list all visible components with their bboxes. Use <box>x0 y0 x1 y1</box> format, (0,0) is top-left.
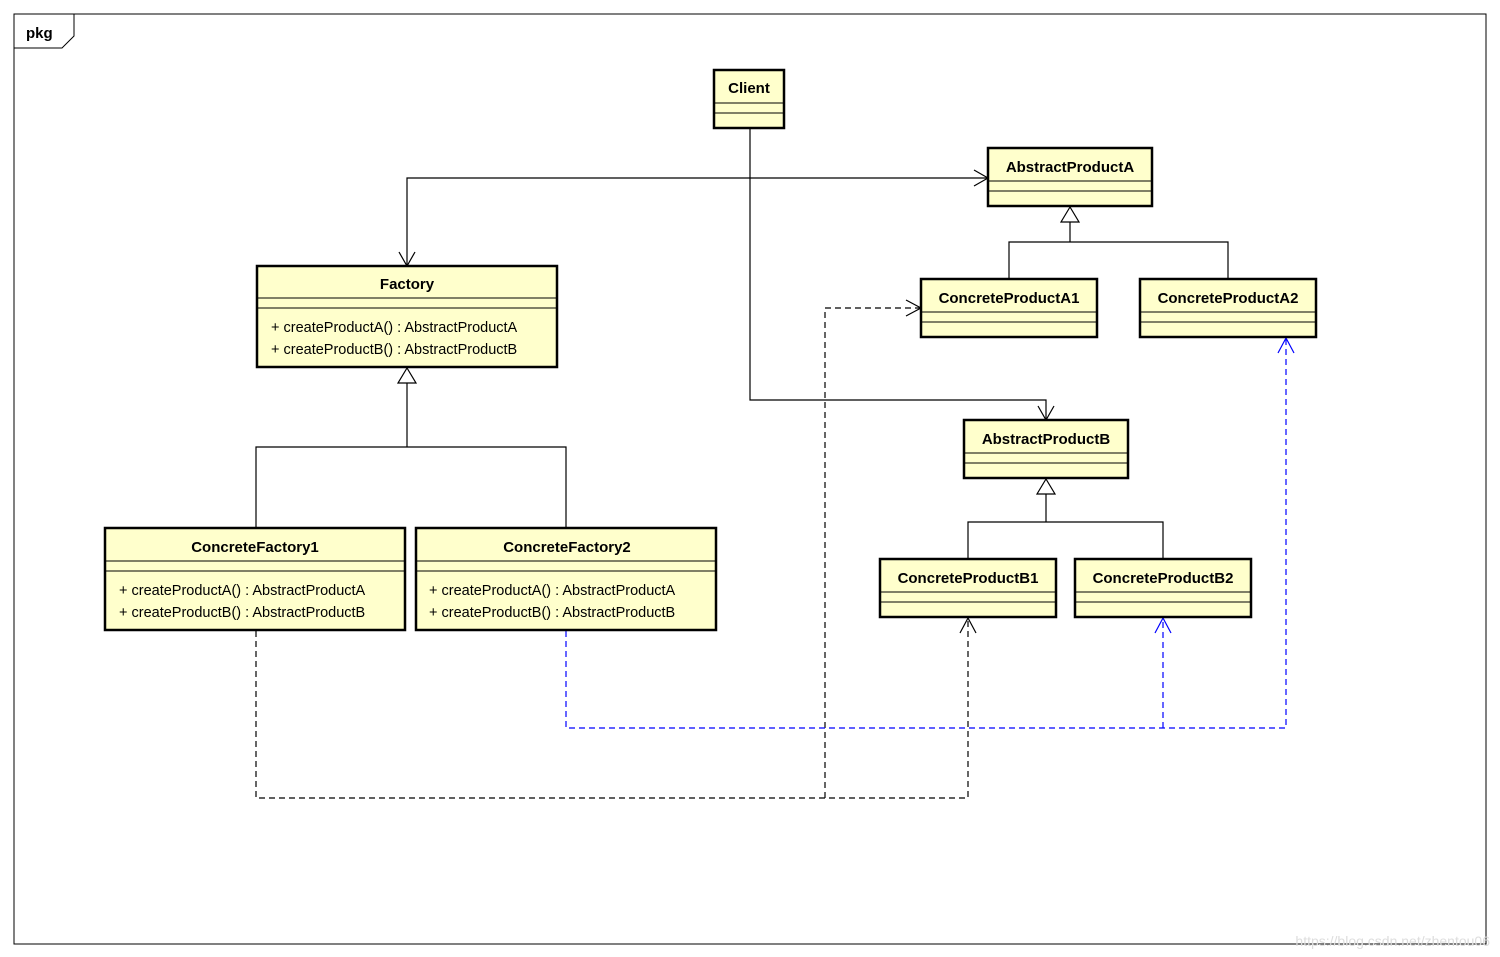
class-name: AbstractProductA <box>1006 159 1135 176</box>
dependency-factory1 <box>255 307 969 799</box>
operation: + createProductA() : AbstractProductA <box>271 320 518 336</box>
class-name: ConcreteProductA2 <box>1158 290 1299 307</box>
triangle-abstract-product-b <box>1035 477 1057 495</box>
class-name: ConcreteFactory1 <box>191 539 319 556</box>
class-concrete-product-a1[interactable]: ConcreteProductA1 <box>919 277 1099 339</box>
generalization-product-b <box>967 494 1164 558</box>
class-concrete-factory1[interactable]: ConcreteFactory1 + createProductA() : Ab… <box>103 526 407 632</box>
class-name: Client <box>728 80 770 97</box>
triangle-abstract-product-a <box>1059 205 1081 223</box>
class-concrete-product-a2[interactable]: ConcreteProductA2 <box>1138 277 1318 339</box>
class-name: AbstractProductB <box>982 431 1111 448</box>
triangle-factory <box>396 366 418 384</box>
dependency-factory2 <box>565 338 1287 729</box>
class-name: ConcreteFactory2 <box>503 539 631 556</box>
association-client-factory <box>406 128 751 266</box>
generalization-factory <box>255 383 567 527</box>
class-name: ConcreteProductA1 <box>939 290 1080 307</box>
class-factory[interactable]: Factory + createProductA() : AbstractPro… <box>255 264 559 369</box>
operation: + createProductA() : AbstractProductA <box>119 583 366 599</box>
class-concrete-factory2[interactable]: ConcreteFactory2 + createProductA() : Ab… <box>414 526 718 632</box>
watermark: https://blog.csdn.net/zhentou06 <box>1295 933 1490 949</box>
class-concrete-product-b2[interactable]: ConcreteProductB2 <box>1073 557 1253 619</box>
class-abstract-product-a[interactable]: AbstractProductA <box>986 146 1154 208</box>
association-client-abstract-product-b <box>749 178 1047 420</box>
operation: + createProductB() : AbstractProductB <box>119 605 365 621</box>
operation: + createProductB() : AbstractProductB <box>429 605 675 621</box>
package-label: pkg <box>26 25 53 42</box>
generalization-product-a <box>1008 222 1229 278</box>
class-name: Factory <box>380 276 435 293</box>
class-abstract-product-b[interactable]: AbstractProductB <box>962 418 1130 480</box>
class-concrete-product-b1[interactable]: ConcreteProductB1 <box>878 557 1058 619</box>
class-name: ConcreteProductB2 <box>1093 570 1234 587</box>
class-client[interactable]: Client <box>712 68 786 130</box>
operation: + createProductA() : AbstractProductA <box>429 583 676 599</box>
operation: + createProductB() : AbstractProductB <box>271 342 517 358</box>
generalization-triangles <box>396 205 1081 495</box>
class-name: ConcreteProductB1 <box>898 570 1039 587</box>
